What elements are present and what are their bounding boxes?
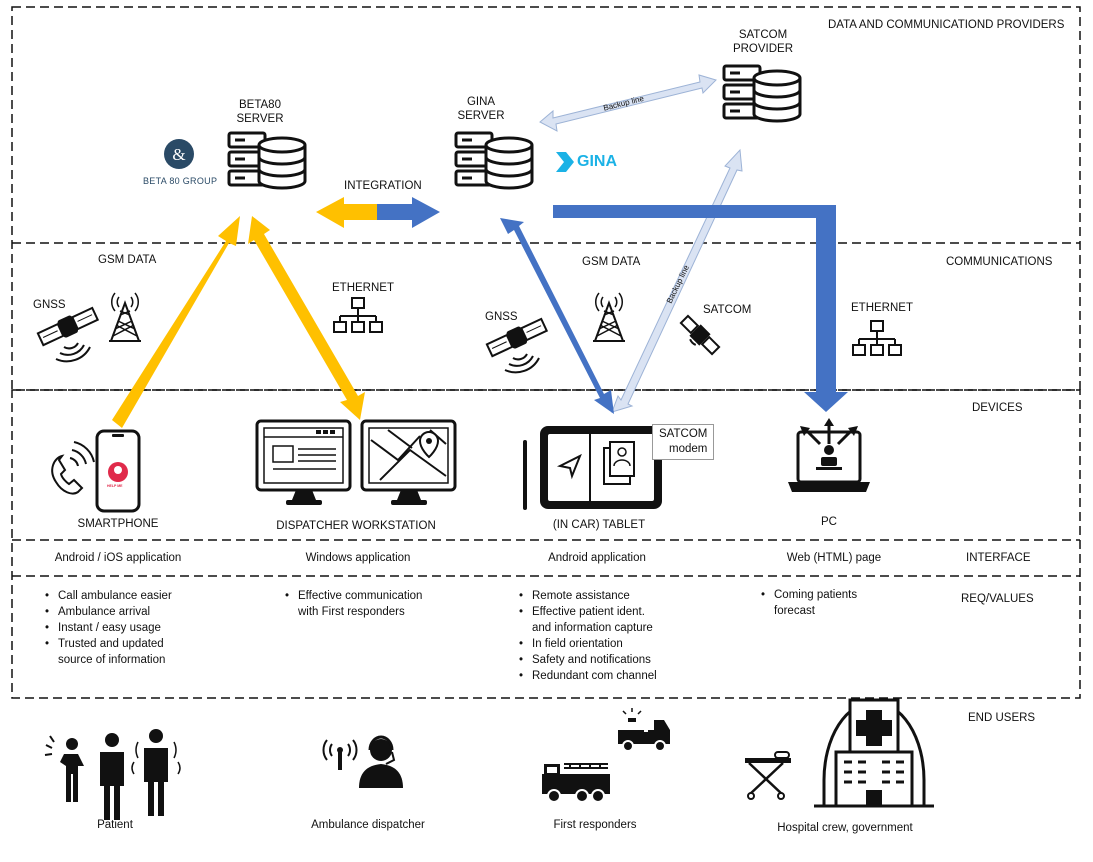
blue-arrow-integration-right bbox=[377, 197, 440, 228]
end-user-patient-label: Patient bbox=[97, 819, 133, 831]
satcom-label: SATCOM bbox=[703, 304, 752, 316]
yellow-arrows bbox=[112, 197, 377, 428]
pc-label: PC bbox=[821, 516, 837, 528]
satcom-satellite-icon bbox=[679, 314, 721, 356]
requirement-item: Safety and notifications bbox=[516, 652, 657, 668]
requirement-item: Trusted and updated source of informatio… bbox=[42, 636, 172, 668]
satcom-provider-icon bbox=[722, 64, 802, 123]
gnss-satellite-icon-left bbox=[35, 304, 100, 363]
yellow-arrow-integration-left bbox=[316, 197, 377, 228]
section-label-communications: COMMUNICATIONS bbox=[946, 256, 1053, 268]
satcom-provider-label-line2: PROVIDER bbox=[732, 43, 794, 55]
section-label-providers: DATA AND COMMUNICATIOND PROVIDERS bbox=[828, 19, 1065, 31]
smartphone-app-label: HELP ME bbox=[107, 484, 123, 488]
beta80-logo-text: BETA 80 GROUP bbox=[143, 176, 218, 186]
end-user-dispatcher-label: Ambulance dispatcher bbox=[311, 819, 425, 831]
satcom-modem-box: SATCOM modem bbox=[652, 424, 715, 460]
requirement-item: Coming patients forecast bbox=[758, 587, 857, 619]
gsm-data-label-mid: GSM DATA bbox=[582, 256, 641, 268]
patients-icon bbox=[44, 729, 181, 820]
requirement-item: Call ambulance easier bbox=[42, 588, 172, 604]
satcom-provider-label: SATCOM PROVIDER bbox=[733, 28, 793, 56]
gnss-label-mid: GNSS bbox=[485, 311, 518, 323]
requirement-item: Effective communication with First respo… bbox=[282, 588, 422, 620]
tablet-label: (IN CAR) TABLET bbox=[552, 519, 646, 531]
requirements-patient-list: Call ambulance easier Ambulance arrival … bbox=[42, 588, 172, 668]
yellow-arrow-workstation bbox=[248, 216, 365, 420]
beta80-server-label: BETA80 SERVER bbox=[236, 98, 283, 126]
interface-web: Web (HTML) page bbox=[786, 552, 882, 564]
section-label-interface: INTERFACE bbox=[966, 552, 1031, 564]
gnss-label-left: GNSS bbox=[33, 299, 66, 311]
tablet-icon bbox=[523, 426, 662, 510]
backup-arrow-top bbox=[539, 74, 717, 132]
interface-android: Android application bbox=[548, 552, 646, 564]
satcom-provider-label-line1: SATCOM bbox=[738, 29, 788, 41]
ethernet-icon-left bbox=[333, 297, 383, 333]
satcom-modem-line2: modem bbox=[668, 443, 708, 455]
section-label-end-users: END USERS bbox=[968, 712, 1036, 724]
integration-label: INTEGRATION bbox=[344, 180, 422, 192]
beta80-server-label-line2: SERVER bbox=[236, 113, 284, 125]
gsm-tower-icon-mid bbox=[592, 292, 626, 342]
interface-android-ios: Android / iOS application bbox=[54, 552, 182, 564]
gina-server-label: GINA SERVER bbox=[457, 95, 504, 123]
workstation-label: DISPATCHER WORKSTATION bbox=[276, 520, 436, 532]
requirements-hospital-list: Coming patients forecast bbox=[758, 587, 857, 619]
blue-arrow-pc bbox=[553, 205, 848, 412]
gina-logo-text: GINA bbox=[577, 153, 617, 170]
requirements-responders-list: Remote assistance Effective patient iden… bbox=[516, 588, 657, 684]
beta80-server-label-line1: BETA80 bbox=[239, 99, 281, 111]
requirement-item: Remote assistance bbox=[516, 588, 657, 604]
gina-server-label-line1: GINA bbox=[466, 96, 496, 108]
section-label-req-values: REQ/VALUES bbox=[961, 593, 1034, 605]
satcom-modem-line1: SATCOM bbox=[659, 428, 708, 440]
smartphone-icon bbox=[51, 429, 141, 513]
beta80-logo-icon: & bbox=[164, 139, 194, 169]
smartphone-label: SMARTPHONE bbox=[77, 518, 159, 530]
beta80-server-icon bbox=[227, 131, 307, 190]
section-frames bbox=[11, 6, 1081, 699]
requirement-item: Effective patient ident. and information… bbox=[516, 604, 657, 636]
interface-windows: Windows application bbox=[305, 552, 411, 564]
requirement-item: Instant / easy usage bbox=[42, 620, 172, 636]
gina-server-icon bbox=[454, 131, 534, 190]
workstation-icon bbox=[255, 419, 457, 505]
blue-arrows bbox=[377, 197, 848, 414]
gina-server-label-line2: SERVER bbox=[457, 110, 505, 122]
requirement-item: Ambulance arrival bbox=[42, 604, 172, 620]
pc-laptop-icon bbox=[788, 418, 870, 492]
svg-text:&: & bbox=[172, 145, 185, 164]
end-user-hospital-label: Hospital crew, government bbox=[777, 822, 913, 834]
dispatcher-icon bbox=[322, 735, 403, 788]
end-user-responders-label: First responders bbox=[553, 819, 637, 831]
section-label-devices: DEVICES bbox=[972, 402, 1023, 414]
requirement-item: Redundant com channel bbox=[516, 668, 657, 684]
gnss-satellite-icon-mid bbox=[484, 315, 549, 374]
ethernet-label-left: ETHERNET bbox=[332, 282, 394, 294]
gsm-tower-icon-left bbox=[108, 292, 142, 342]
yellow-arrow-smartphone bbox=[112, 216, 240, 428]
gsm-data-label-left: GSM DATA bbox=[98, 254, 157, 266]
first-responders-icon bbox=[542, 708, 670, 803]
backup-arrows bbox=[539, 74, 743, 413]
blue-arrow-tablet bbox=[500, 218, 614, 414]
gina-logo-icon bbox=[556, 152, 574, 172]
hospital-icon bbox=[745, 698, 934, 808]
requirements-dispatcher-list: Effective communication with First respo… bbox=[282, 588, 422, 620]
ethernet-label-right: ETHERNET bbox=[851, 302, 913, 314]
ethernet-icon-right bbox=[852, 320, 902, 356]
requirement-item: In field orientation bbox=[516, 636, 657, 652]
